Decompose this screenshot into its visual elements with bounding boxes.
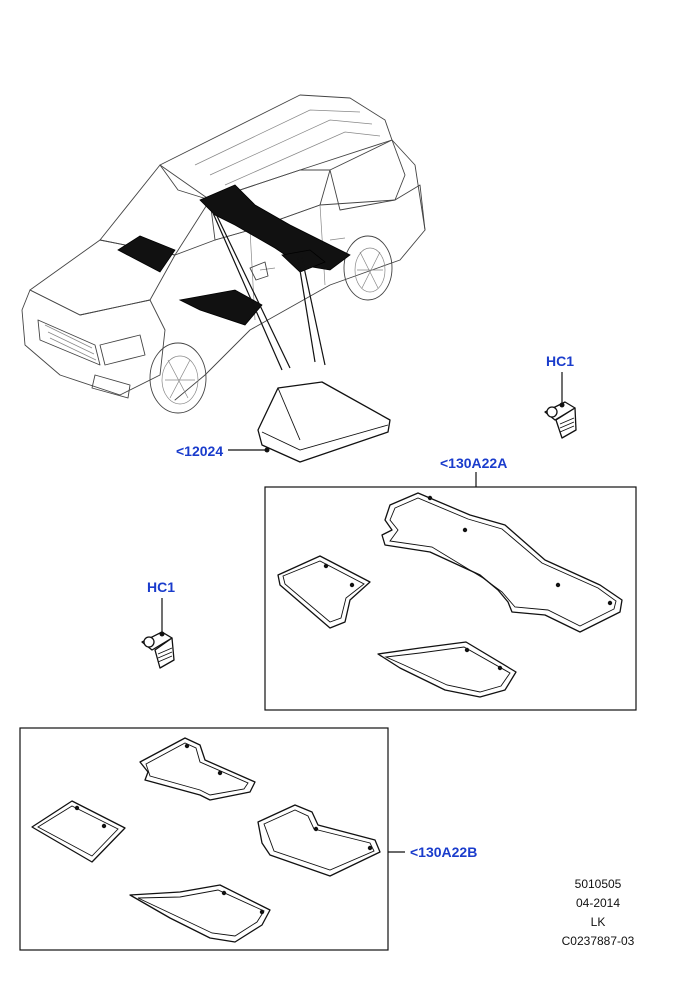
mat-set-b-callout[interactable]: <130A22B — [410, 844, 477, 860]
clip-left-callout[interactable]: HC1 — [147, 579, 175, 595]
vehicle-leader-lines — [212, 212, 326, 371]
mat-set-a-frame — [264, 486, 637, 711]
insulation-pad-part — [257, 381, 391, 463]
footer-line-1: 5010505 — [575, 877, 622, 891]
mat-set-a-parts — [277, 492, 623, 698]
footer-line-3: LK — [591, 915, 606, 929]
vehicle-illustration — [21, 94, 426, 414]
footer-line-4: C0237887-03 — [562, 934, 635, 948]
clip-right-callout[interactable]: HC1 — [546, 353, 574, 369]
mat-set-b-parts — [31, 737, 381, 943]
clip-left-part — [141, 631, 175, 669]
clip-right-part — [544, 401, 577, 439]
mat-set-b-frame — [19, 727, 389, 951]
mat-set-a-callout[interactable]: <130A22A — [440, 455, 507, 471]
footer-meta: 5010505 04-2014 LK C0237887-03 — [562, 877, 635, 948]
insulation-callout[interactable]: <12024 — [176, 443, 223, 459]
footer-line-2: 04-2014 — [576, 896, 620, 910]
